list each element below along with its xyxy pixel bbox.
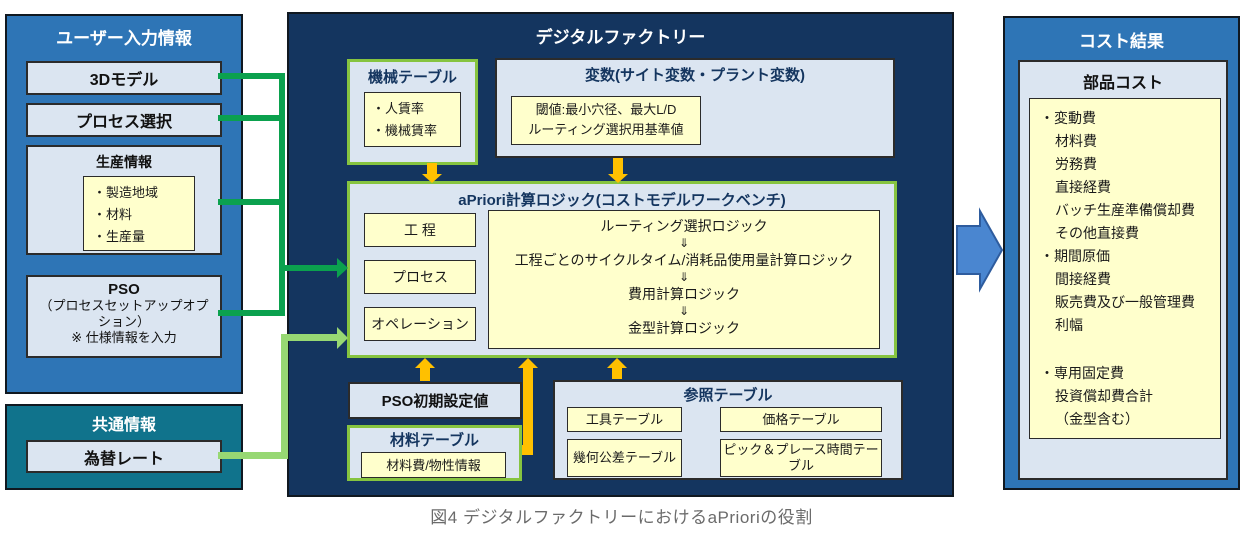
machine-table-box: 機械テーブル ・人賃率 ・機械賃率: [347, 59, 478, 165]
part-cost-box: 部品コスト ・変動費 材料費 労務費 直接経費 バッチ生産準備償却費 その他直接…: [1018, 60, 1228, 480]
cost-line: バッチ生産準備償却費: [1055, 202, 1195, 218]
part-cost-items: ・変動費 材料費 労務費 直接経費 バッチ生産準備償却費 その他直接費 ・期間原…: [1029, 98, 1221, 439]
apriori-item-process: プロセス: [364, 260, 476, 294]
box-process-select: プロセス選択: [26, 103, 222, 137]
apriori-item-label: オペレーション: [371, 316, 469, 332]
cost-line: その他直接費: [1055, 225, 1139, 241]
machine-table-item: ・人賃率: [372, 101, 425, 116]
connector-trunk-line: [279, 73, 285, 316]
logic-down-arrow-icon: ⇓: [678, 270, 690, 284]
part-cost-title: 部品コスト: [1082, 75, 1163, 92]
cost-line: ・期間原価: [1040, 248, 1110, 264]
apriori-logic-box: aPriori計算ロジック(コストモデルワークベンチ) 工 程 プロセス オペレ…: [347, 181, 897, 358]
logic-step: 金型計算ロジック: [628, 320, 740, 336]
pso-title: PSO: [108, 281, 140, 298]
box-3d-model-label: 3Dモデル: [89, 72, 159, 89]
material-table-title: 材料テーブル: [389, 432, 480, 449]
machine-table-items: ・人賃率 ・機械賃率: [364, 92, 461, 147]
cost-line: ・専用固定費: [1040, 365, 1124, 381]
variables-box: 変数(サイト変数・プラント変数) 閾値:最小穴径、最大L/D ルーティング選択用…: [495, 58, 895, 158]
box-production-info: 生産情報 ・製造地域 ・材料 ・生産量: [26, 145, 222, 255]
reference-table-title: 参照テーブル: [683, 387, 773, 404]
logic-down-arrow-icon: ⇓: [678, 304, 690, 318]
logic-flow-box: ルーティング選択ロジック ⇓ 工程ごとのサイクルタイム/消耗品使用量計算ロジック…: [488, 210, 880, 349]
box-3d-model: 3Dモデル: [26, 61, 222, 95]
digital-factory-title: デジタルファクトリー: [535, 28, 706, 47]
machine-table-item: ・機械賃率: [372, 123, 438, 138]
ref-cell-tool-table: 工具テーブル: [567, 407, 682, 432]
cost-result-title: コスト結果: [1079, 32, 1164, 51]
pso-line: ※ 仕様情報を入力: [71, 330, 177, 345]
digital-factory-panel: デジタルファクトリー 機械テーブル ・人賃率 ・機械賃率 変数(サイト変数・プラ…: [287, 12, 954, 497]
user-input-panel: ユーザー入力情報 3Dモデル プロセス選択 生産情報 ・製造地域 ・材料 ・生産…: [5, 14, 243, 394]
ref-cell-geometry-table: 幾何公差テーブル: [567, 439, 682, 477]
reference-table-box: 参照テーブル 工具テーブル 価格テーブル 幾何公差テーブル ピック＆プレース時間…: [553, 380, 903, 480]
cost-line: 間接経費: [1055, 271, 1111, 287]
production-item: ・材料: [93, 207, 133, 222]
cost-result-panel: コスト結果 部品コスト ・変動費 材料費 労務費 直接経費 バッチ生産準備償却費…: [1003, 16, 1240, 490]
cost-spacer: [1040, 337, 1214, 362]
material-table-box: 材料テーブル 材料費/物性情報: [347, 425, 522, 481]
cost-line: 材料費: [1055, 133, 1097, 149]
ref-cell-pick-place-table: ピック＆プレース時間テーブル: [720, 439, 882, 477]
cost-line: （金型含む）: [1055, 411, 1139, 427]
variables-items: 閾値:最小穴径、最大L/D ルーティング選択用基準値: [511, 96, 701, 145]
common-info-panel: 共通情報 為替レート: [5, 404, 243, 490]
logic-down-arrow-icon: ⇓: [678, 236, 690, 250]
logic-step: 工程ごとのサイクルタイム/消耗品使用量計算ロジック: [514, 252, 854, 268]
exchange-rate-label: 為替レート: [83, 450, 164, 468]
material-table-item: 材料費/物性情報: [361, 452, 506, 478]
logic-step: ルーティング選択ロジック: [600, 218, 768, 234]
cost-line: 投資償却費合計: [1055, 388, 1153, 404]
ref-cell-price-table: 価格テーブル: [720, 407, 882, 432]
logic-step: 費用計算ロジック: [628, 286, 740, 302]
apriori-item-label: 工 程: [404, 222, 436, 238]
box-pso: PSO （プロセスセットアップオプ ション） ※ 仕様情報を入力: [26, 275, 222, 358]
pso-defaults-box: PSO初期設定値: [348, 382, 522, 419]
production-item: ・製造地域: [93, 185, 159, 200]
production-info-title: 生産情報: [96, 154, 152, 170]
cost-line: 利幅: [1055, 317, 1083, 333]
user-input-title: ユーザー入力情報: [56, 29, 192, 48]
apriori-title: aPriori計算ロジック(コストモデルワークベンチ): [458, 192, 786, 209]
apriori-item-operation: オペレーション: [364, 307, 476, 341]
cost-line: ・変動費: [1040, 110, 1096, 126]
box-process-select-label: プロセス選択: [75, 114, 172, 131]
variables-item: ルーティング選択用基準値: [528, 122, 684, 137]
cost-line: 労務費: [1055, 156, 1097, 172]
apriori-item-process-group: 工 程: [364, 213, 476, 247]
apriori-item-label: プロセス: [392, 269, 448, 285]
common-info-title: 共通情報: [91, 417, 156, 434]
cost-line: 販売費及び一般管理費: [1055, 294, 1195, 310]
arrow-factory-to-cost-result: [956, 207, 1004, 293]
production-items-box: ・製造地域 ・材料 ・生産量: [83, 176, 195, 251]
pso-line: （プロセスセットアップオプ: [39, 298, 209, 313]
box-exchange-rate: 為替レート: [26, 440, 222, 473]
pso-defaults-label: PSO初期設定値: [381, 393, 489, 410]
machine-table-title: 機械テーブル: [367, 69, 458, 86]
variables-title: 変数(サイト変数・プラント変数): [585, 67, 805, 84]
variables-item: 閾値:最小穴径、最大L/D: [535, 102, 677, 117]
cost-line: 直接経費: [1055, 179, 1111, 195]
pso-line: ション）: [97, 314, 150, 329]
figure-caption: 図4 デジタルファクトリーにおけるaPrioriの役割: [430, 508, 813, 527]
production-item: ・生産量: [93, 229, 146, 244]
